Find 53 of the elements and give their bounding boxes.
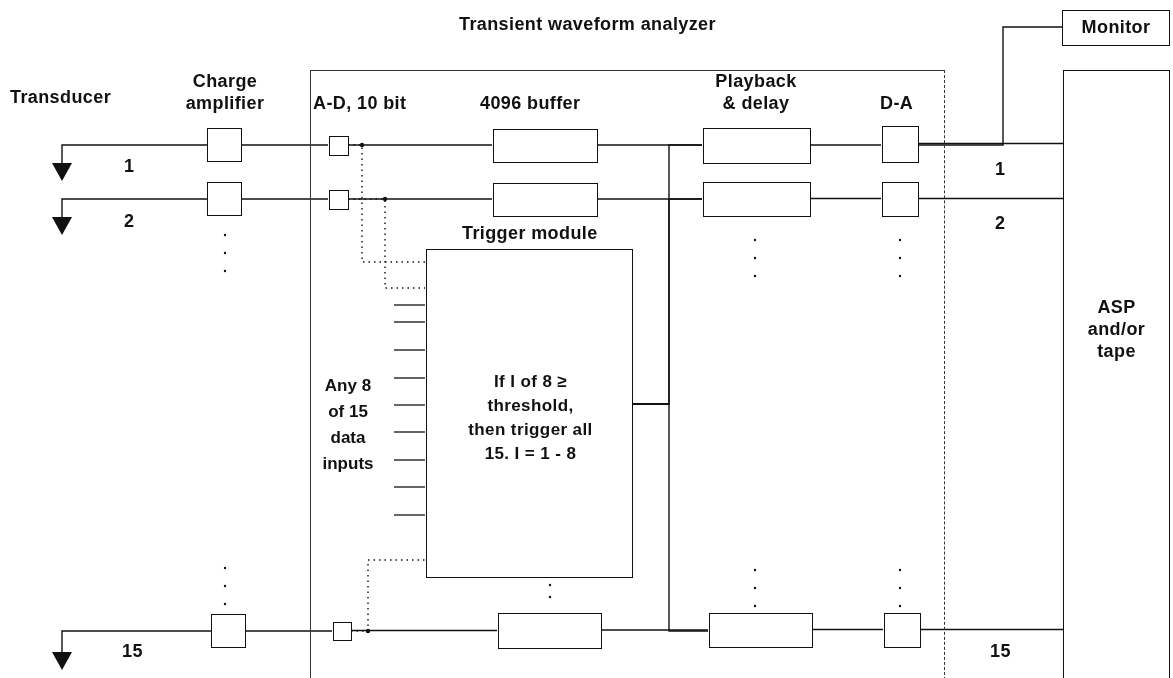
signal-line: [61, 630, 212, 653]
ground-symbol: [52, 652, 72, 670]
block-text: ASP and/or tape: [1086, 296, 1147, 362]
signal-line: [350, 629, 498, 632]
block-box: [493, 183, 598, 217]
block-box: [329, 136, 349, 156]
signal-line: [631, 403, 709, 632]
column-label: Playback & delay: [714, 70, 798, 114]
block-box: [1063, 70, 1170, 678]
block-box: [333, 622, 352, 641]
column-label: Transducer: [10, 86, 112, 108]
block-box: [1062, 10, 1170, 46]
block-text: Monitor: [1080, 16, 1152, 38]
block-box: [207, 182, 242, 216]
signal-line: [809, 144, 882, 146]
signal-line: [347, 144, 493, 146]
channel-number: 15: [122, 640, 143, 662]
block-box: [703, 128, 811, 164]
signal-line: [917, 142, 1064, 145]
signal-line: [811, 628, 884, 631]
input-note: Any 8 of 15 data inputs: [321, 375, 375, 475]
signal-line: [600, 629, 709, 631]
channel-number: 1: [124, 155, 135, 177]
block-box: [703, 182, 811, 217]
column-label: A-D, 10 bit: [313, 92, 407, 114]
signal-line: [809, 197, 882, 200]
block-box: [882, 126, 919, 163]
signal-line: [241, 144, 329, 146]
block-box: [207, 128, 242, 162]
block-box: [709, 613, 813, 648]
group-title: Transient waveform analyzer: [459, 13, 716, 35]
block-title: Trigger module: [462, 222, 598, 244]
signal-line: [917, 26, 1063, 146]
signal-line: [61, 198, 208, 218]
signal-line: [241, 198, 329, 200]
column-label: Charge amplifier: [184, 70, 266, 114]
column-label: 4096 buffer: [480, 92, 581, 114]
signal-line: [919, 628, 1064, 631]
column-label: D-A: [880, 92, 914, 114]
block-text: If I of 8 ≥ threshold, then trigger all 15. I = 1 - 8: [468, 371, 593, 465]
block-box: [882, 182, 919, 217]
signal-line: [917, 197, 1064, 200]
block-box: [884, 613, 921, 648]
signal-line: [61, 144, 208, 164]
block-box: [498, 613, 602, 649]
block-box: [493, 129, 598, 163]
ground-symbol: [52, 163, 72, 181]
block-box: [329, 190, 349, 210]
block-box: [211, 614, 246, 648]
channel-number: 2: [124, 210, 135, 232]
signal-line: [347, 198, 493, 200]
signal-line: [245, 630, 333, 632]
ground-symbol: [52, 217, 72, 235]
